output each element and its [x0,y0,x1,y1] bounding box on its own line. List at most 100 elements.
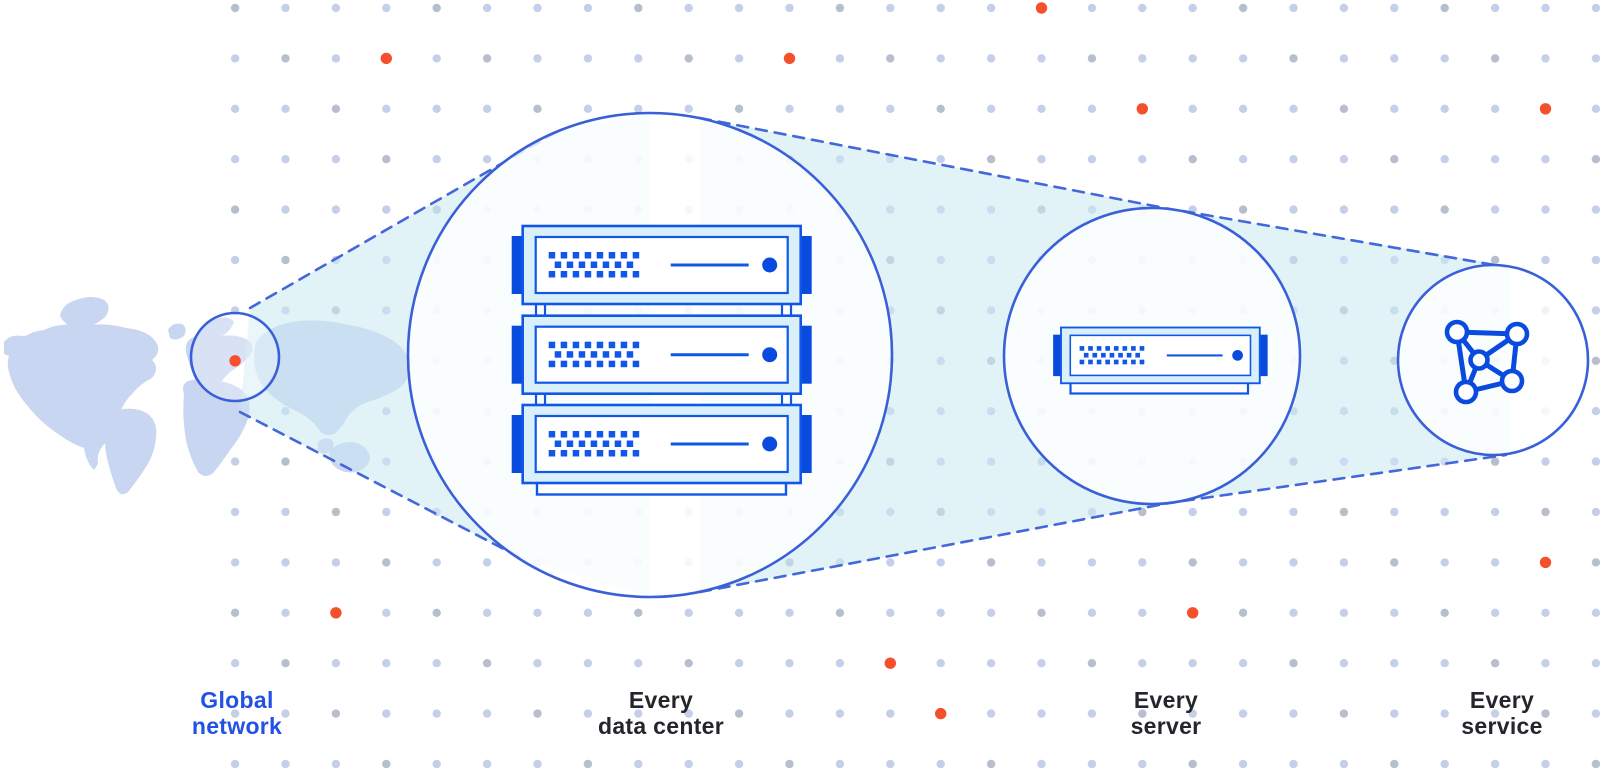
orange-dot [1539,556,1552,569]
vent-dot [1109,352,1115,358]
grid-dot [986,608,996,617]
server-unit-icon [1053,326,1268,385]
grid-dot [1541,3,1550,13]
grid-dot [1390,54,1399,63]
continent-shape [60,297,109,329]
grid-dot [281,709,290,718]
vent-dot [1079,346,1085,351]
grid-dot [1440,759,1449,769]
vent-dot [596,341,604,349]
grid-dot [230,104,240,114]
continent-shape [7,324,159,470]
server-led [1232,350,1243,361]
grid-dot [432,709,441,718]
grid-dot [1440,507,1449,517]
grid-dot [835,759,845,769]
grid-dot [1490,709,1500,718]
grid-dot [432,558,441,567]
grid-dot [1440,659,1449,668]
grid-dot [886,54,895,63]
grid-dot [886,759,895,769]
grid-dot [281,205,290,214]
grid-dot [1238,155,1248,164]
grid-dot [1339,54,1349,63]
grid-dot [1339,608,1349,617]
vent-dot [566,351,574,358]
grid-dot [1591,659,1601,668]
vent-dot [596,450,604,457]
vent-dot [572,431,580,438]
grid-dot [382,608,391,617]
vent-dot [608,431,616,438]
vent-dot [560,341,568,349]
vent-dot [584,360,592,368]
zoom-dash-line [698,116,1182,213]
grid-dot [533,608,542,617]
vent-dot [620,341,628,349]
grid-dot [1238,507,1248,517]
grid-dot [1037,709,1046,718]
grid-dot [684,659,693,668]
server-unit-icon [511,403,812,485]
vent-dot [602,351,610,358]
grid-dot [1138,608,1147,617]
vent-dot [548,252,556,259]
grid-dot [230,457,240,466]
grid-dot [1440,104,1449,114]
vent-dot [572,252,580,259]
grid-dot [533,659,542,668]
grid-dot [1188,759,1197,769]
grid-dot [1188,507,1197,517]
stage-label-line: Every [1133,687,1199,713]
grid-dot [1037,608,1046,617]
grid-dot [1087,155,1097,164]
grid-dot [331,104,341,114]
grid-dot [886,104,895,114]
server-led [762,257,778,273]
vent-dot [548,341,556,349]
orange-dot [884,657,896,669]
grid-dot [230,709,240,718]
grid-dot [1037,759,1046,769]
vent-dot [602,261,610,268]
grid-dot [1440,205,1449,214]
grid-dot [533,709,542,718]
grid-dot [1591,709,1601,718]
orange-dot [1136,103,1149,115]
vent-dot [560,450,568,457]
vent-dot [572,341,580,349]
grid-dot [634,54,643,63]
grid-dot [281,457,290,466]
grid-dot [1339,3,1349,13]
grid-dot [1591,507,1601,517]
vent-dot [632,271,640,278]
continent-shape [105,408,157,495]
grid-dot [835,608,845,617]
grid-dot [382,558,391,567]
grid-dot [1339,558,1349,567]
grid-dot [583,659,593,668]
grid-dot [1440,3,1449,13]
vent-dot [632,431,640,438]
grid-dot [1138,659,1147,668]
grid-dot [482,709,492,718]
grid-dot [835,709,845,718]
grid-dot [734,759,744,769]
grid-dot [1238,104,1248,114]
grid-dot [281,558,290,567]
grid-dot [1390,659,1399,668]
grid-dot [1591,608,1601,617]
grid-dot [734,3,744,13]
grid-dot [1138,759,1147,769]
grid-dot [886,558,895,567]
grid-dot [986,155,996,164]
grid-dot [1339,759,1349,769]
vent-dot [566,440,574,447]
zoom-dash-line [248,128,562,310]
server-unit-icon [511,224,812,306]
grid-dot [230,3,240,13]
vent-dot [578,261,586,268]
zoom-dash-line [1181,453,1508,503]
grid-dot [281,759,290,769]
